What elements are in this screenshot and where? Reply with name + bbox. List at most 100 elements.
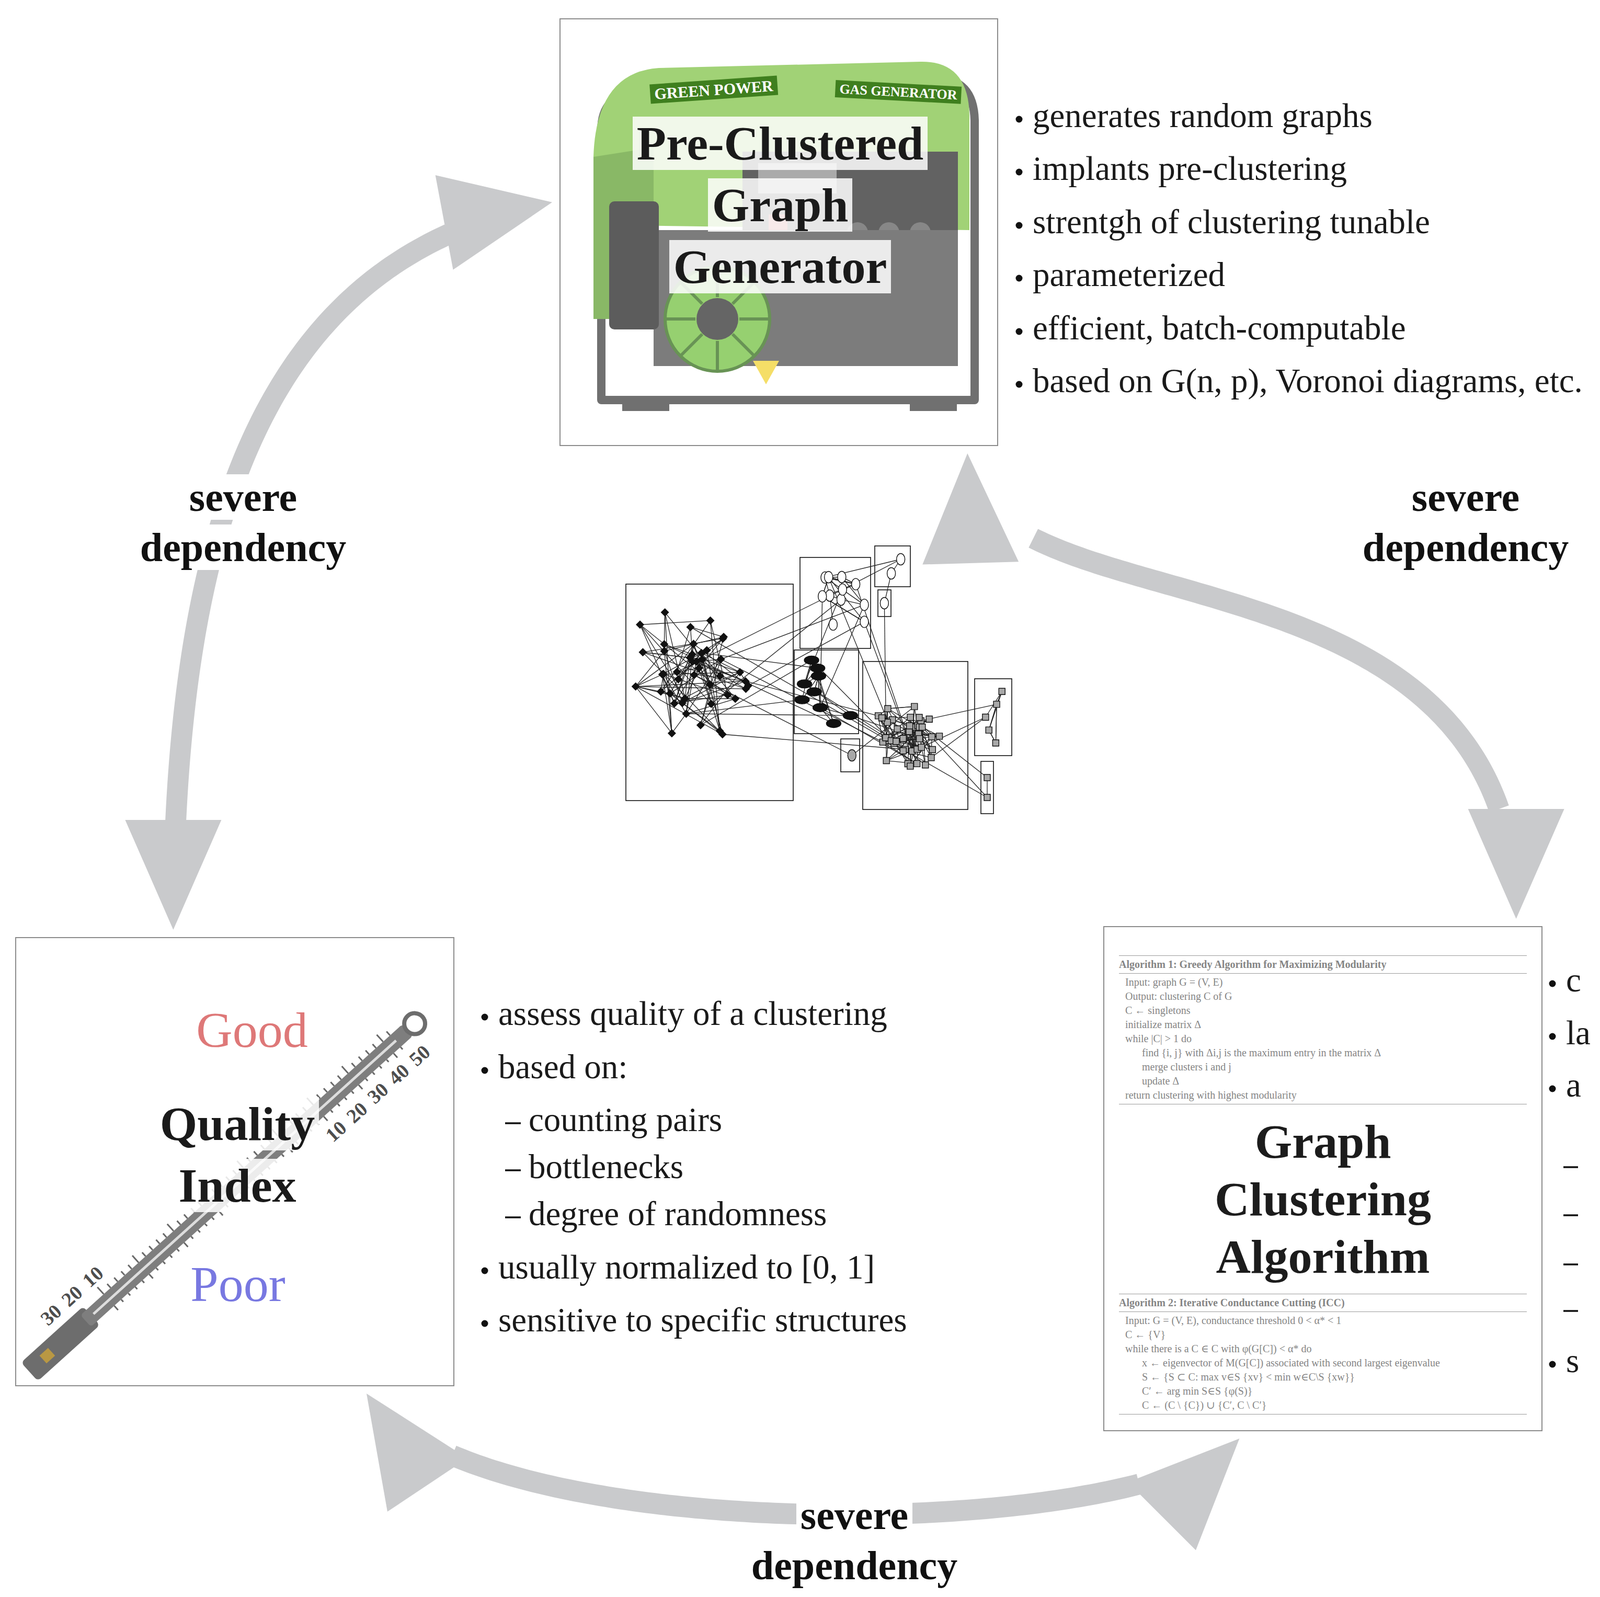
graph-vertex [913,760,921,767]
scale-tick [149,1246,153,1250]
pseudocode-line: while |C| > 1 do [1118,1031,1527,1046]
graph-vertex [918,744,925,751]
scale-tick [341,1066,349,1073]
scale-number: 10 [77,1261,108,1292]
graph-vertex [731,694,739,703]
graph-vertex [998,688,1005,695]
scale-number: 20 [341,1097,372,1128]
dependency-label: severe dependency [135,474,351,570]
bullet-dot [1015,116,1023,123]
generator-box: Pre-Clustered Graph Generator [559,18,999,447]
graph-vertex [796,679,812,689]
generator-foot [622,397,670,411]
graph-vertex [804,656,819,665]
label-wrapper: 30 [36,1299,67,1331]
label-wrapper: strentgh of clustering tunable [1032,201,1431,243]
graph-edge [922,726,988,798]
graph-vertex [703,646,711,654]
graph-edge [804,683,851,716]
scale-tick [184,1214,188,1219]
pseudocode-line: Input: graph G = (V, E) [1118,975,1527,990]
graph-vertex [935,733,943,740]
scale-tick [365,1078,368,1081]
graph-edge [677,595,830,672]
graph-vertex [926,715,933,723]
scale-tick [379,1065,382,1068]
graph-edge [887,706,915,709]
graph-vertex [826,718,841,728]
fan-hub [696,298,739,340]
label-wrapper: degree of randomness [528,1193,827,1234]
cut-bullet: s [1566,1341,1580,1380]
graph-vertex [666,689,674,697]
thermometer-tube [80,1024,414,1328]
thermometer-glass [93,1040,397,1314]
graph-vertex [632,682,640,691]
label-wrapper: implants pre-clustering [1032,147,1347,189]
graph-vertex [860,599,869,611]
label-wrapper: 20 [341,1096,373,1128]
graph-vertex [860,615,869,628]
graph-vertex [668,729,676,737]
label-wrapper: 50 [404,1040,436,1071]
graph-vertex [916,714,923,721]
scale-number: 20 [56,1281,87,1311]
graph-vertex [736,668,744,677]
label-wrapper: severe dependency [122,472,364,573]
label-wrapper: 40 [383,1058,415,1090]
graph-edge [640,620,711,625]
scale-tick [337,1075,342,1080]
pseudocode-line: C ← (C \ {C}) ∪ {C′, C \ C′} [1118,1398,1527,1415]
cluster-box [874,545,911,587]
arrow-shaft [1033,538,1500,809]
cluster-box [980,761,994,814]
scale-tick [386,1031,391,1036]
feature-bullet: sensitive to specific structures [498,1300,908,1339]
graph-edge [660,620,711,692]
node-title: Graph Clustering Algorithm [1176,1112,1470,1286]
scale-tick [167,1224,174,1231]
graph-vertex [907,714,914,721]
graph-vertex [911,703,918,710]
graph-edge [988,691,1002,730]
bullet-dot [1015,168,1023,176]
bullet-dot [481,1013,489,1021]
graph-vertex [907,762,914,770]
generator-illustration [593,61,975,411]
graph-edge [931,717,986,758]
scale-tick [121,1271,125,1275]
graph-edge [855,584,918,764]
graph-vertex [716,727,724,735]
label-wrapper: 30 [362,1077,394,1109]
feature-bullet: usually normalized to [0, 1] [498,1248,875,1286]
scale-tick [323,1088,328,1092]
graph-vertex [660,640,668,648]
pseudocode-line: Input: G = (V, E), conductance threshold… [1118,1313,1527,1328]
feature-bullet: strentgh of clustering tunable [1032,202,1431,241]
thermometer-loop [400,1008,430,1038]
arrow-shaft [452,1455,1140,1515]
graph-vertex [681,694,689,703]
label-wrapper: sensitive to specific structures [498,1299,908,1341]
scale-tick [184,1242,188,1247]
graph-vertex [794,695,810,704]
side-box [609,201,659,330]
graph-vertex [689,640,697,648]
graph-vertex [690,671,699,679]
scale-tick [358,1084,363,1090]
graph-edge [690,626,724,637]
scale-tick [400,1046,403,1049]
node-title: Pre-Clustered Graph Generator [632,116,928,294]
pseudocode-line: C ← singletons [1118,1003,1527,1018]
graph-vertex [993,701,1000,708]
label-wrapper: GREEN POWER [649,76,778,105]
feature-bullet: based on G(n, p), Voronoi diagrams, etc. [1032,361,1583,400]
graph-edge [820,604,865,708]
graph-vertex [899,735,907,742]
graph-vertex [806,687,822,696]
scale-tick [330,1110,333,1113]
bullet-dot [1549,1033,1557,1040]
scale-tick [351,1063,356,1067]
graph-edge [671,713,687,734]
graph-edge [684,657,690,699]
